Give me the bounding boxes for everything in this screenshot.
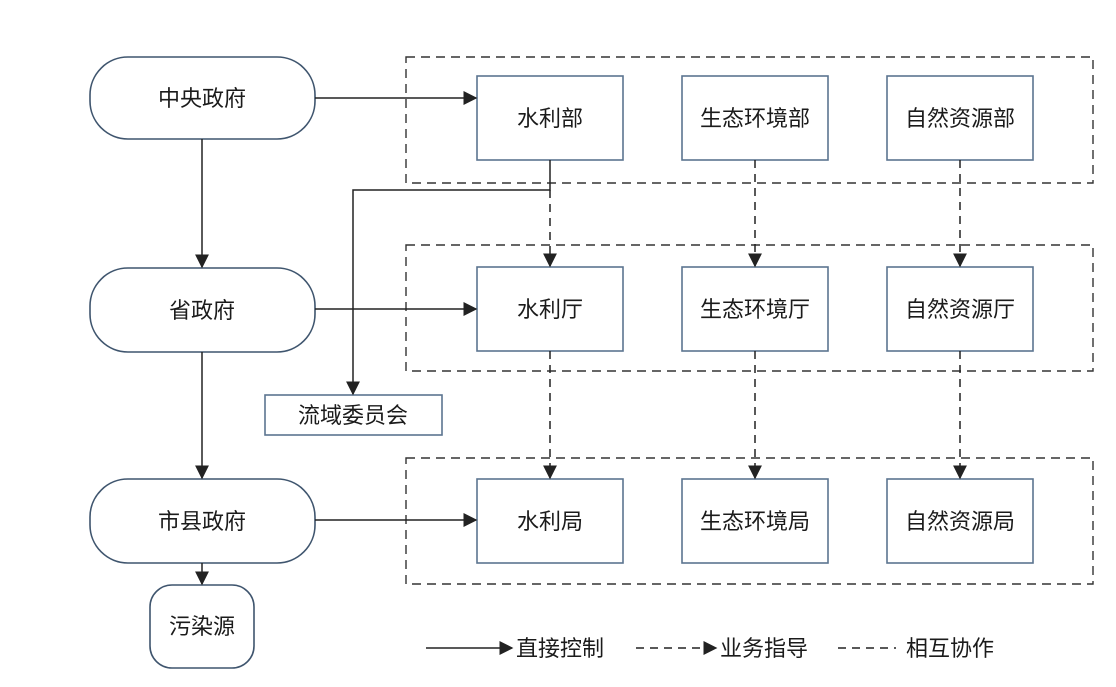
provincial-natural-resources-node[interactable]: 自然资源厅 bbox=[886, 266, 1034, 352]
central-government-label: 中央政府 bbox=[158, 87, 246, 112]
central-government-node[interactable]: 中央政府 bbox=[89, 56, 316, 140]
ministry-water-resources-node[interactable]: 水利部 bbox=[476, 75, 624, 161]
provincial-government-node[interactable]: 省政府 bbox=[89, 267, 316, 353]
provincial-ecology-environment-node[interactable]: 生态环境厅 bbox=[681, 266, 829, 352]
city-county-government-node[interactable]: 市县政府 bbox=[89, 478, 316, 564]
ministry-natural-resources-node[interactable]: 自然资源部 bbox=[886, 75, 1034, 161]
basin-committee-node[interactable]: 流域委员会 bbox=[264, 394, 443, 436]
legend-mutual-cooperation-label: 相互协作 bbox=[906, 637, 994, 662]
provincial-government-label: 省政府 bbox=[169, 299, 235, 324]
legend: 直接控制 业务指导 相互协作 bbox=[426, 637, 994, 662]
city-ecology-environment-node[interactable]: 生态环境局 bbox=[681, 478, 829, 564]
ministry-water-resources-label: 水利部 bbox=[517, 107, 583, 132]
city-natural-resources-node[interactable]: 自然资源局 bbox=[886, 478, 1034, 564]
city-natural-resources-label: 自然资源局 bbox=[905, 510, 1015, 535]
legend-direct-control-label: 直接控制 bbox=[516, 637, 604, 662]
provincial-water-resources-node[interactable]: 水利厅 bbox=[476, 266, 624, 352]
city-water-resources-node[interactable]: 水利局 bbox=[476, 478, 624, 564]
provincial-water-resources-label: 水利厅 bbox=[517, 298, 583, 323]
ministry-ecology-environment-label: 生态环境部 bbox=[700, 107, 810, 132]
city-county-government-label: 市县政府 bbox=[158, 510, 246, 535]
basin-committee-label: 流域委员会 bbox=[298, 404, 408, 429]
city-county-department-group bbox=[405, 457, 1094, 585]
pollution-source-node[interactable]: 污染源 bbox=[149, 584, 255, 669]
city-water-resources-label: 水利局 bbox=[517, 510, 583, 535]
ministry-natural-resources-label: 自然资源部 bbox=[905, 107, 1015, 132]
ministry-ecology-environment-node[interactable]: 生态环境部 bbox=[681, 75, 829, 161]
provincial-ecology-environment-label: 生态环境厅 bbox=[700, 298, 810, 323]
legend-business-guidance-label: 业务指导 bbox=[720, 637, 808, 662]
central-department-group bbox=[405, 56, 1094, 184]
city-ecology-environment-label: 生态环境局 bbox=[700, 510, 810, 535]
provincial-department-group bbox=[405, 244, 1094, 372]
provincial-natural-resources-label: 自然资源厅 bbox=[905, 298, 1015, 323]
arrow-ministry-to-basin-committee bbox=[346, 160, 551, 396]
pollution-source-label: 污染源 bbox=[169, 615, 235, 640]
